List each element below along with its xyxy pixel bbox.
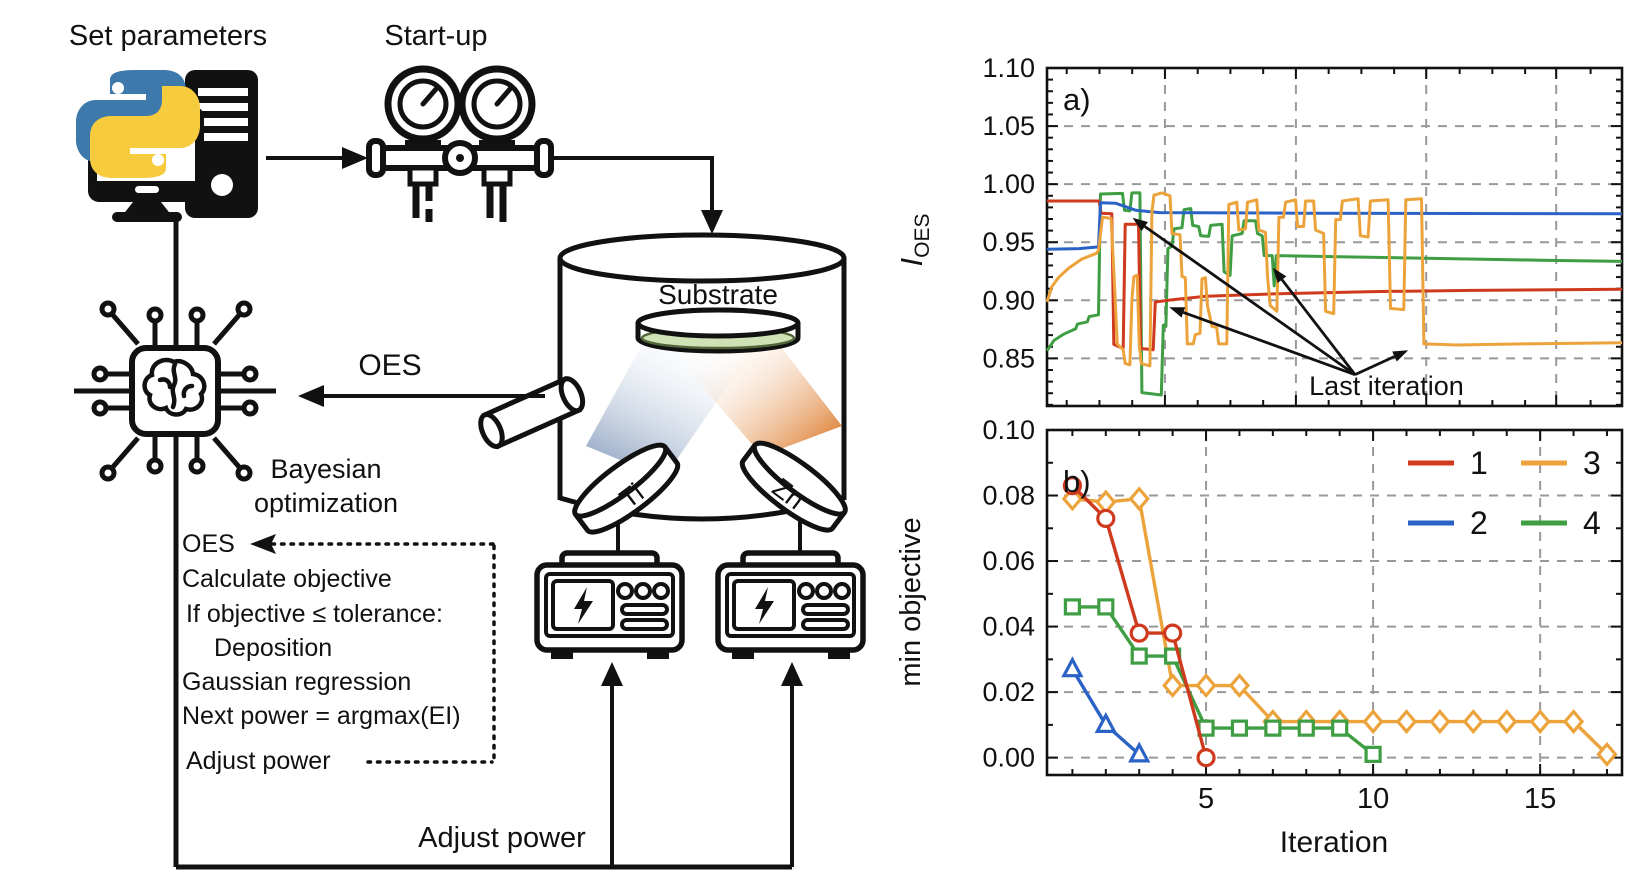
arrow-oes-to-chip: OES (298, 349, 545, 407)
adjust-power-rail: Adjust power (176, 662, 803, 870)
oes-viewport-icon (478, 375, 586, 450)
chart-b-series-1 (1071, 484, 1208, 759)
ytick-label: 1.05 (982, 111, 1035, 141)
ytick-label: 0.06 (982, 546, 1035, 576)
chart-b: 0.10 0.08 0.06 0.04 0.02 0.00 5 10 15 1 2 3 4 (982, 415, 1624, 815)
legend-label-2: 2 (1470, 505, 1488, 541)
adjust-power-label: Adjust power (418, 822, 586, 854)
xtick-label: 15 (1524, 783, 1556, 815)
tick-labels: 0.10 0.08 0.06 0.04 0.02 0.00 5 10 15 (982, 415, 1556, 815)
markers-series-2 (1061, 656, 1151, 763)
chart-b-series-2 (1070, 668, 1141, 756)
substrate-label: Substrate (658, 279, 778, 310)
pseudocode-block: OES Calculate objective If objective ≤ t… (182, 530, 496, 775)
workflow-diagram: Set parameters Start-up (69, 20, 866, 870)
chart-a-ylabel: IOES (894, 214, 934, 267)
ytick-label: 0.10 (982, 415, 1035, 445)
tick-labels: 1.10 1.05 1.00 0.95 0.90 0.85 (982, 53, 1035, 373)
ytick-label: 0.85 (982, 343, 1035, 373)
bayesian-label-line1: Bayesian (270, 454, 381, 484)
ytick-label: 0.02 (982, 677, 1035, 707)
plot-border (1045, 428, 1624, 777)
panel-b-label: b) (1063, 464, 1091, 499)
legend-label-3: 3 (1583, 445, 1601, 481)
ytick-label: 1.00 (982, 169, 1035, 199)
panel-a-label: a) (1063, 82, 1091, 117)
ytick-label: 0.95 (982, 227, 1035, 257)
xtick-label: 10 (1357, 783, 1389, 815)
xtick-label: 5 (1198, 783, 1214, 815)
pseudocode-if-tolerance: If objective ≤ tolerance: (186, 600, 443, 628)
legend-label-4: 4 (1583, 505, 1601, 541)
vacuum-chamber-icon: Substrate Ti Zn (478, 232, 848, 560)
substrate-disc (635, 307, 801, 354)
pseudocode-calculate: Calculate objective (182, 565, 392, 593)
plot-border (1045, 66, 1624, 408)
brain-icon (142, 357, 207, 417)
chart-b-ylabel: min objective (895, 517, 927, 686)
annotation-last-iteration: Last iteration (1132, 217, 1464, 401)
legend-label-1: 1 (1470, 445, 1488, 481)
ticks (1047, 429, 1622, 775)
power-supply-left-icon (534, 550, 685, 659)
arrow-gauges-to-chamber (548, 156, 723, 234)
bayesian-label-line2: optimization (254, 488, 398, 518)
pseudocode-gaussian: Gaussian regression (182, 668, 411, 696)
last-iteration-label: Last iteration (1309, 371, 1464, 401)
pseudocode-next-power: Next power = argmax(EI) (182, 702, 461, 730)
ti-target: Ti (572, 442, 681, 535)
pressure-gauges-icon (366, 65, 554, 222)
markers-series-4 (1063, 598, 1382, 763)
start-up-label: Start-up (384, 20, 487, 52)
zn-plasma-plume (666, 338, 842, 456)
ytick-label: 0.08 (982, 481, 1035, 511)
ai-chip-brain-icon (74, 220, 276, 867)
pseudocode-deposition: Deposition (214, 634, 332, 662)
pseudocode-oes: OES (182, 530, 235, 558)
lightning-bolt-icon (755, 587, 774, 624)
chart-a-series-4 (1045, 191, 1623, 397)
markers-series-1 (1062, 476, 1216, 768)
chart-b-xlabel: Iteration (1280, 826, 1388, 859)
dotted-loop (270, 542, 496, 764)
ytick-label: 0.00 (982, 743, 1035, 773)
ytick-label: 0.04 (982, 612, 1035, 642)
python-logo-icon (76, 70, 200, 178)
pseudocode-adjust-power: Adjust power (186, 747, 331, 775)
chart-a-series-3 (1045, 191, 1623, 368)
lightning-bolt-icon (574, 587, 593, 624)
zn-target: Zn (739, 440, 848, 533)
chart-b-series-4 (1072, 605, 1375, 756)
ytick-label: 0.90 (982, 285, 1035, 315)
oes-label: OES (358, 349, 421, 382)
arrow-computer-to-gauges (266, 147, 368, 169)
ticks (1047, 67, 1622, 406)
set-parameters-label: Set parameters (69, 20, 267, 52)
dotted-loop-arrowhead (250, 534, 276, 554)
power-supply-right-icon (715, 550, 866, 659)
legend: 1 2 3 4 (1408, 445, 1601, 541)
ytick-label: 1.10 (982, 53, 1035, 83)
